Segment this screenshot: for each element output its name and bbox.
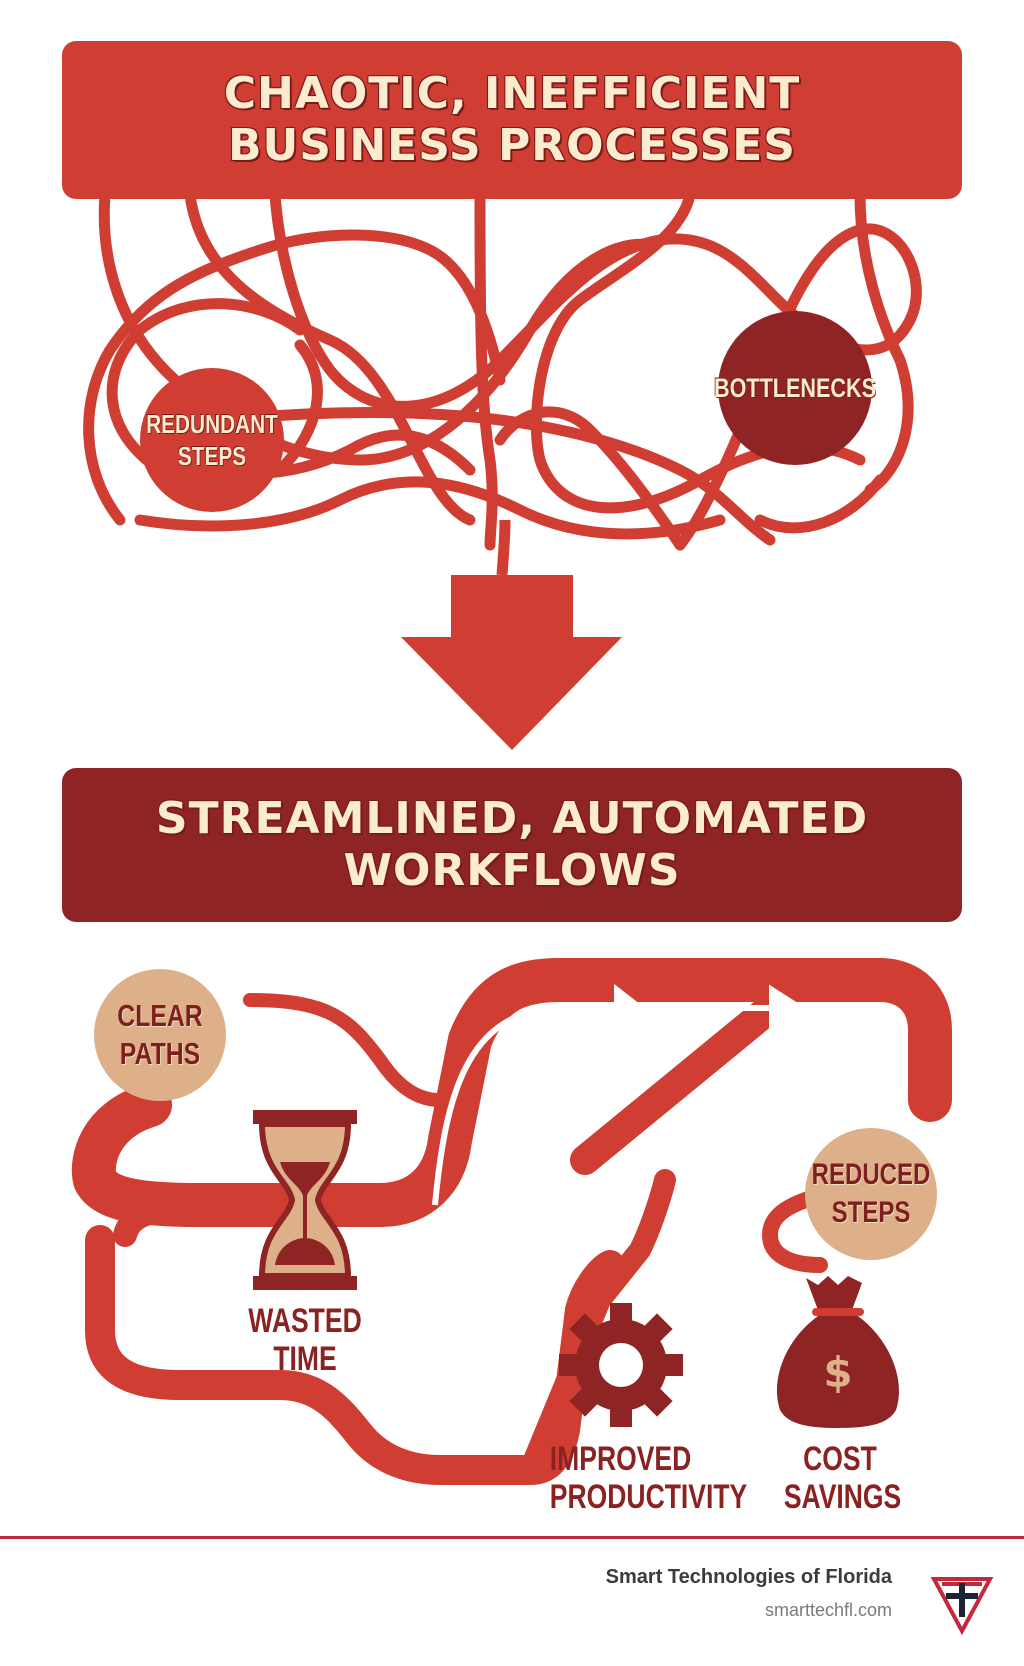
bubble-label-line: REDUNDANT xyxy=(146,409,278,439)
bottlenecks-bubble xyxy=(718,311,872,465)
reduced-steps-bubble xyxy=(805,1128,937,1260)
icon-label-line: SAVINGS xyxy=(783,1478,902,1516)
reduced-steps-label: REDUCED STEPS xyxy=(811,1154,931,1234)
workflow-pipes xyxy=(71,958,952,1485)
bubble-label-line: BOTTLENECKS xyxy=(714,373,876,403)
bubble-label-line: STEPS xyxy=(177,441,247,471)
wasted-time-label: WASTED TIME xyxy=(247,1302,364,1378)
icon-label-line: PRODUCTIVITY xyxy=(549,1478,748,1516)
company-name: Smart Technologies of Florida xyxy=(605,1566,892,1588)
company-logo xyxy=(930,1577,994,1636)
icon-label-line: WASTED xyxy=(248,1302,362,1340)
clear-paths-label: CLEAR PATHS xyxy=(110,995,209,1075)
bottlenecks-label: BOTTLENECKS xyxy=(714,368,876,408)
flow-arrows xyxy=(432,983,810,1206)
hourglass-icon xyxy=(253,1110,357,1290)
clear-paths-bubble xyxy=(94,969,226,1101)
down-arrow-icon xyxy=(401,575,622,750)
improved-productivity-label: IMPROVED PRODUCTIVITY xyxy=(549,1440,748,1516)
flow-arrow-icon xyxy=(614,983,645,1034)
bubble-label-line: CLEAR xyxy=(117,998,203,1033)
bubble-label-line: PATHS xyxy=(119,1036,201,1071)
cost-savings-label: COST SAVINGS xyxy=(783,1440,902,1516)
chaotic-processes-banner: CHAOTIC, INEFFICIENT BUSINESS PROCESSES xyxy=(62,41,962,199)
icon-label-line: TIME xyxy=(273,1340,337,1378)
icon-label-line: IMPROVED xyxy=(549,1440,692,1478)
money-bag-icon xyxy=(776,1276,899,1428)
flow-arrow-icon xyxy=(769,984,806,1033)
icon-label-line: COST xyxy=(803,1440,877,1478)
dollar-sign-icon: $ xyxy=(823,1348,853,1397)
bubble-label-line: STEPS xyxy=(831,1196,911,1229)
company-url[interactable]: smarttechfl.com xyxy=(764,1600,892,1620)
bubble-label-line: REDUCED xyxy=(811,1158,931,1191)
banner-title-line: CHAOTIC, INEFFICIENT xyxy=(223,68,801,119)
footer-divider xyxy=(0,1536,1024,1539)
streamlined-workflows-banner: STREAMLINED, AUTOMATED WORKFLOWS xyxy=(62,768,962,922)
gear-icon xyxy=(559,1303,683,1427)
redundant-steps-bubble xyxy=(140,368,284,512)
banner-title-line: BUSINESS PROCESSES xyxy=(228,120,796,171)
banner-title-line: STREAMLINED, AUTOMATED xyxy=(155,793,869,844)
arrow-connector xyxy=(496,519,511,576)
redundant-steps-label: REDUNDANT STEPS xyxy=(146,400,278,480)
banner-title-line: WORKFLOWS xyxy=(343,845,681,896)
